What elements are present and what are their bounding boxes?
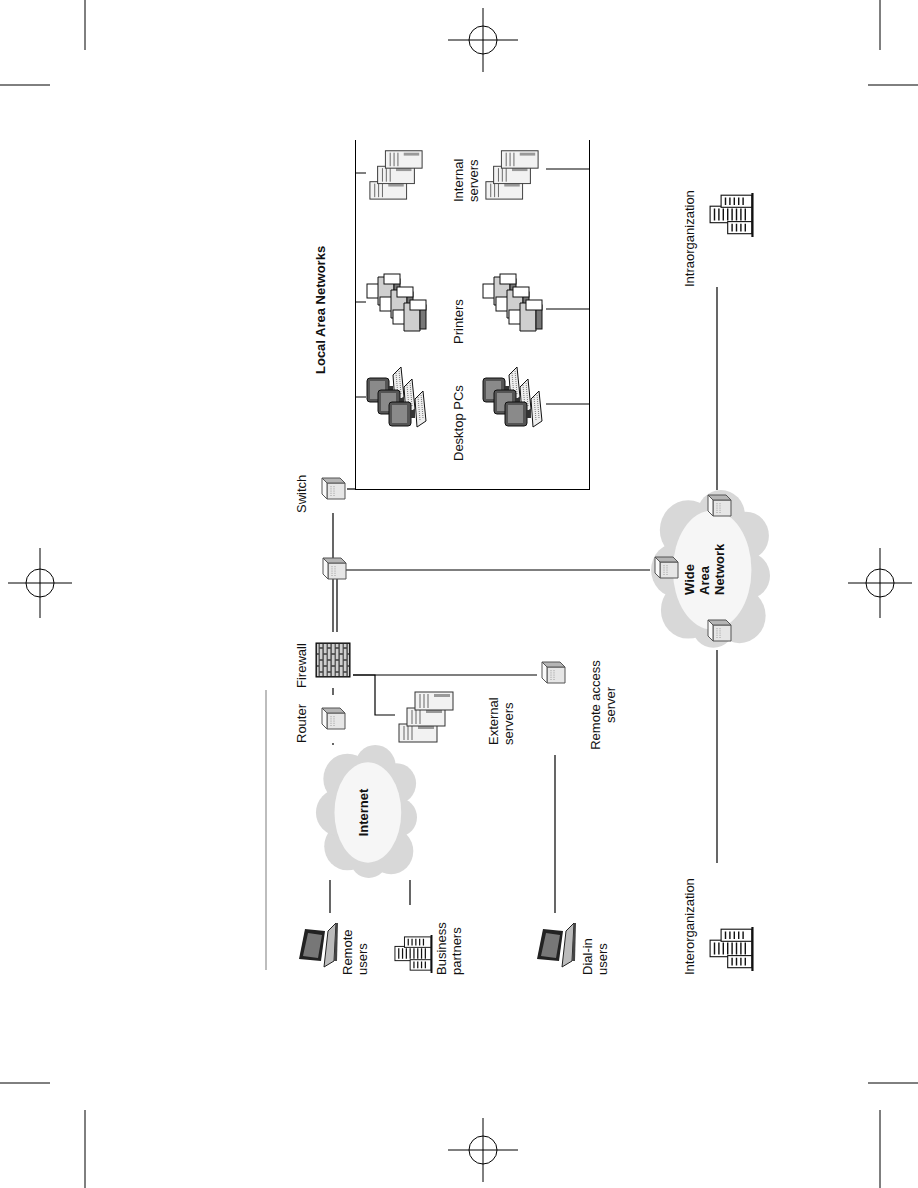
device-node: Remote users — [295, 913, 383, 975]
building-icon — [707, 193, 755, 237]
node-label: Intraorganization — [683, 190, 698, 287]
servers-icon — [395, 685, 457, 745]
device-node: Desktop PCs — [364, 361, 554, 461]
node-label: Desktop PCs — [452, 385, 467, 461]
laptop-icon — [535, 921, 577, 971]
node-label: Dial-in users — [581, 913, 611, 975]
node-label: Internal servers — [452, 144, 482, 202]
device-node: Remote access server — [537, 655, 632, 755]
pcs-icon — [366, 364, 428, 429]
firewall-icon — [315, 642, 351, 678]
router-icon — [319, 707, 347, 733]
device-node: Dial-in users — [533, 913, 628, 975]
device-node: Firewall — [295, 632, 353, 688]
device-node: Business partners — [393, 905, 475, 975]
node-label: Firewall — [295, 643, 310, 688]
node-label: Printers — [452, 299, 467, 344]
device-node: External servers — [395, 683, 525, 745]
network-link — [329, 880, 330, 913]
building-icon — [393, 935, 433, 973]
node-label: Internet — [357, 745, 372, 880]
node-label: Remote access server — [589, 655, 619, 755]
servers-icon — [366, 144, 426, 202]
network-link — [716, 650, 717, 863]
network-link — [337, 570, 650, 632]
device-node: Interorganization — [683, 863, 773, 975]
router-icon — [539, 661, 567, 687]
router-icon — [319, 477, 347, 503]
margin-rule — [265, 690, 267, 970]
building-icon — [707, 927, 755, 971]
network-cloud: Internet — [315, 745, 417, 880]
group-heading: Local Area Networks — [314, 246, 329, 374]
network-link — [332, 688, 333, 695]
router-icon — [323, 558, 346, 579]
router-icon — [652, 556, 680, 582]
device-node: Printers — [364, 259, 554, 349]
node-label: Switch — [295, 475, 310, 513]
pcs-icon — [482, 364, 544, 429]
network-link — [347, 488, 355, 489]
servers-icon — [482, 144, 542, 202]
node-label: Remote users — [341, 913, 371, 975]
network-link — [409, 880, 410, 905]
device-node: Switch — [295, 468, 347, 513]
network-link — [332, 743, 333, 745]
network-link — [716, 287, 717, 490]
router-icon — [705, 619, 733, 645]
device-node: Router — [295, 695, 347, 743]
printers-icon — [482, 269, 544, 334]
laptop-icon — [297, 921, 339, 971]
diagram-stage: Remote users Business partners Dial-in use… — [265, 135, 777, 975]
network-link — [353, 674, 537, 675]
network-link — [353, 675, 395, 715]
node-label: External servers — [487, 683, 517, 745]
node-label: Interorganization — [683, 878, 698, 975]
router-icon — [705, 494, 733, 520]
node-label: Router — [295, 704, 310, 743]
node-label: Business partners — [435, 905, 465, 975]
network-link — [554, 755, 555, 913]
device-node: Internal servers — [364, 142, 554, 204]
network-cloud: Wide Area Network — [650, 490, 770, 650]
device-node: Intraorganization — [683, 175, 773, 287]
printers-icon — [366, 269, 428, 334]
node-label: Wide Area Network — [683, 533, 728, 595]
lan-group: Local Area NetworksDesktop PCsPrintersIn… — [355, 140, 590, 490]
